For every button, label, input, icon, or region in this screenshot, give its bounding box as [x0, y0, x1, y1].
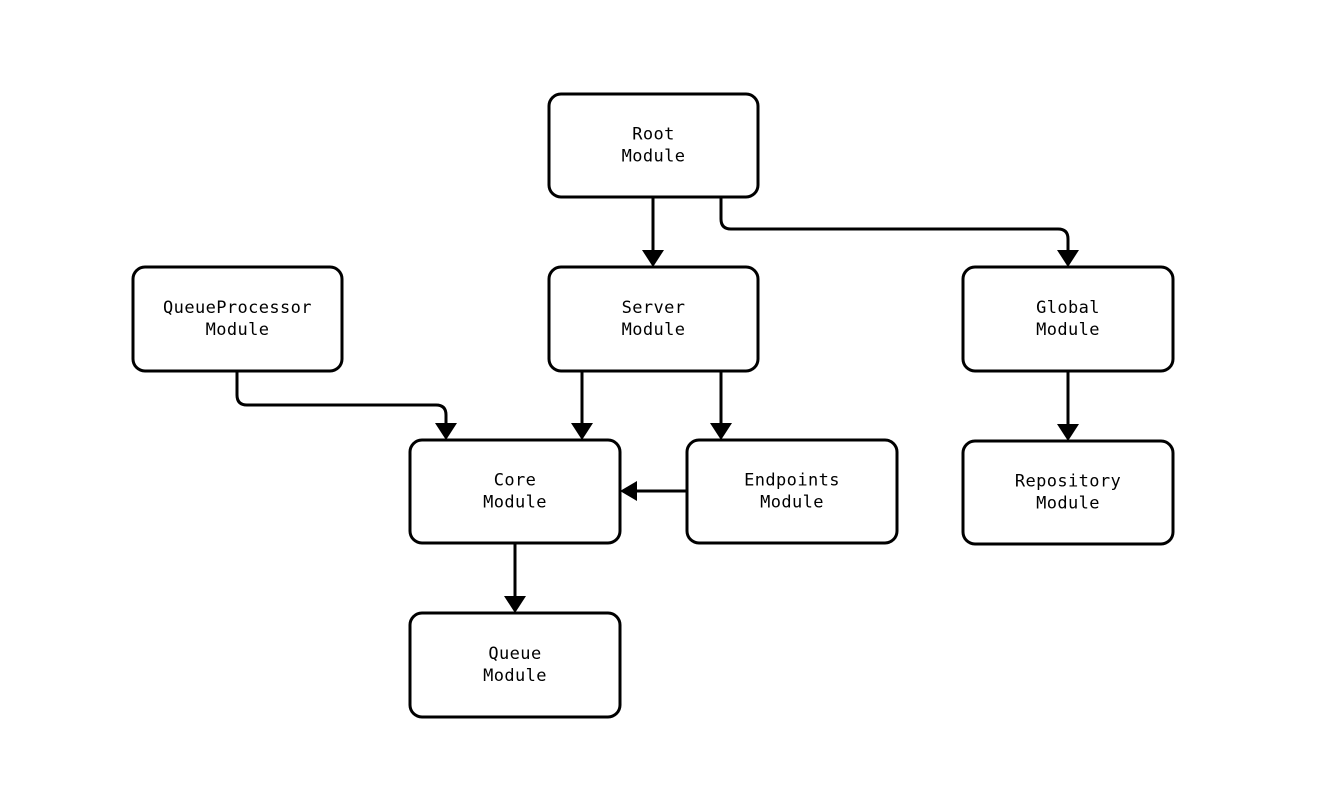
edge-endpoints-to-core — [620, 481, 687, 501]
node-box[interactable] — [131, 265, 344, 373]
edge-arrowhead — [1057, 250, 1079, 267]
node-label-secondary: Module — [622, 147, 686, 167]
node-box[interactable] — [547, 92, 760, 199]
node-label-primary: Repository — [1015, 472, 1121, 492]
edge-server-to-core — [571, 371, 593, 440]
edge-arrowhead — [504, 596, 526, 613]
edge-arrowhead — [642, 250, 664, 267]
edge-arrowhead — [620, 481, 637, 501]
node-label-primary: Global — [1036, 298, 1100, 318]
node-label-secondary: Module — [483, 666, 547, 686]
edge-arrowhead — [435, 423, 457, 440]
node-label-primary: Endpoints — [744, 471, 840, 491]
node-box[interactable] — [408, 611, 622, 719]
edge-queueprocessor-to-core — [235, 371, 457, 440]
node-label-secondary: Module — [760, 493, 824, 513]
node-label-primary: QueueProcessor — [163, 298, 312, 318]
edge-line — [235, 371, 448, 429]
edge-root-to-global — [719, 197, 1079, 267]
edge-root-to-server — [642, 197, 664, 267]
node-label-primary: Core — [494, 471, 537, 491]
node-label-secondary: Module — [483, 493, 547, 513]
node-box[interactable] — [408, 438, 622, 545]
edge-global-to-repository — [1057, 371, 1079, 441]
edge-arrowhead — [1057, 424, 1079, 441]
node-box[interactable] — [685, 438, 899, 545]
edge-arrowhead — [571, 423, 593, 440]
edge-server-to-endpoints — [710, 371, 732, 440]
node-label-primary: Queue — [488, 644, 541, 664]
edge-line — [719, 197, 1070, 256]
node-label-primary: Server — [622, 298, 686, 318]
node-box[interactable] — [961, 439, 1175, 546]
node-box[interactable] — [961, 265, 1175, 373]
node-label-secondary: Module — [1036, 320, 1100, 340]
edges-layer — [235, 197, 1079, 613]
node-label-secondary: Module — [1036, 494, 1100, 514]
node-box[interactable] — [547, 265, 760, 373]
nodes-layer: RootModuleQueueProcessorModuleServerModu… — [131, 92, 1175, 719]
node-label-primary: Root — [632, 125, 675, 145]
node-label-secondary: Module — [206, 320, 270, 340]
edge-core-to-queue — [504, 543, 526, 613]
edge-arrowhead — [710, 423, 732, 440]
node-label-secondary: Module — [622, 320, 686, 340]
